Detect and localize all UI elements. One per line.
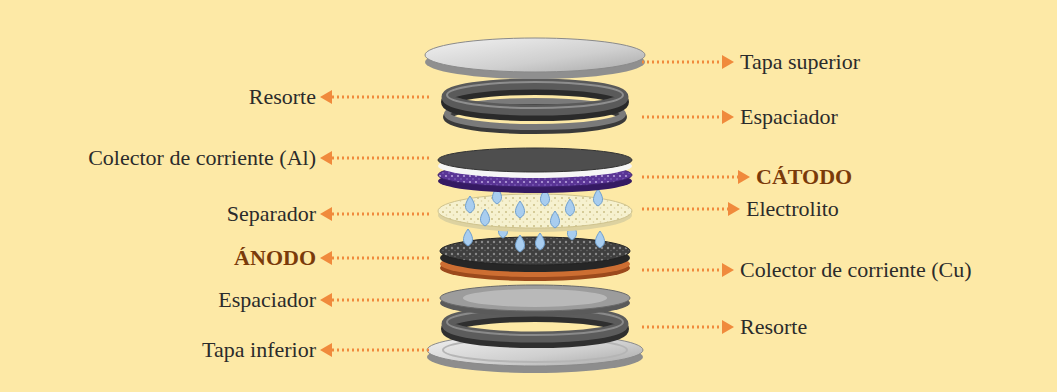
part-label: Resorte [740,314,807,340]
part-label: Tapa superior [740,49,860,75]
top-cap [425,38,645,79]
part-label: Resorte [249,84,316,110]
part-label: Espaciador [218,287,316,313]
leader-arrowheads [320,55,750,357]
electrode-label: ÁNODO [234,245,316,271]
aluminium-collector [438,148,632,178]
part-label: Colector de corriente (Cu) [740,257,972,283]
part-label: Espaciador [740,104,838,130]
part-label: Separador [227,201,316,227]
part-label: Tapa inferior [202,337,316,363]
electrolyte-drops [465,187,602,228]
top-spring [447,82,623,115]
electrode-label: CÁTODO [756,164,852,190]
bottom-spacer [440,285,630,316]
leader-lines [332,62,738,350]
part-label: Colector de corriente (Al) [88,145,316,171]
part-label: Electrolito [746,196,839,222]
